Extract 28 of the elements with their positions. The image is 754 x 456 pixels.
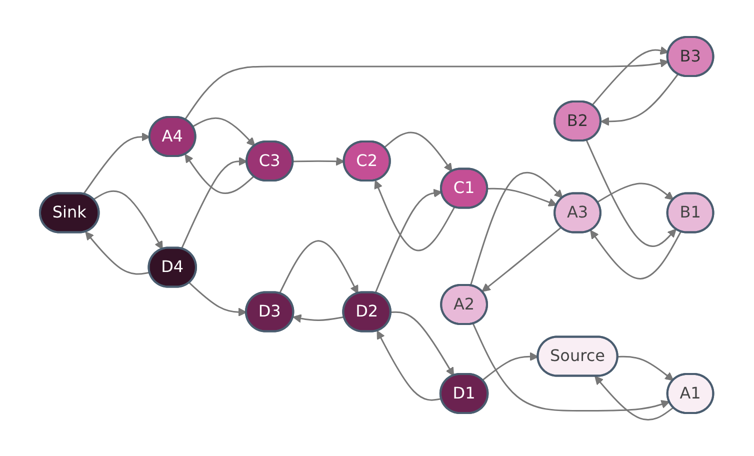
arrow [470, 172, 564, 286]
arrow [482, 352, 539, 380]
arrow [592, 46, 670, 106]
arrow [181, 156, 248, 249]
arrow [83, 132, 151, 194]
arrow [618, 356, 674, 380]
arrow [391, 311, 454, 376]
arrow [184, 58, 670, 120]
arrow [192, 117, 256, 146]
arrow [189, 282, 248, 316]
arrow [384, 131, 453, 172]
arrow [590, 230, 682, 280]
arrow [185, 154, 255, 194]
arrow [279, 240, 359, 294]
arrow [594, 375, 674, 420]
arrow [86, 231, 150, 274]
arrow [482, 226, 562, 292]
arrow [374, 180, 456, 251]
arrow [472, 323, 670, 412]
arrow [375, 188, 443, 294]
arrow [377, 330, 442, 400]
arrow [293, 314, 345, 322]
arrow [586, 140, 677, 247]
arrow [600, 73, 680, 126]
arrow [597, 182, 674, 202]
arrow [488, 188, 558, 206]
arrow [294, 156, 346, 166]
arrow [94, 190, 164, 250]
